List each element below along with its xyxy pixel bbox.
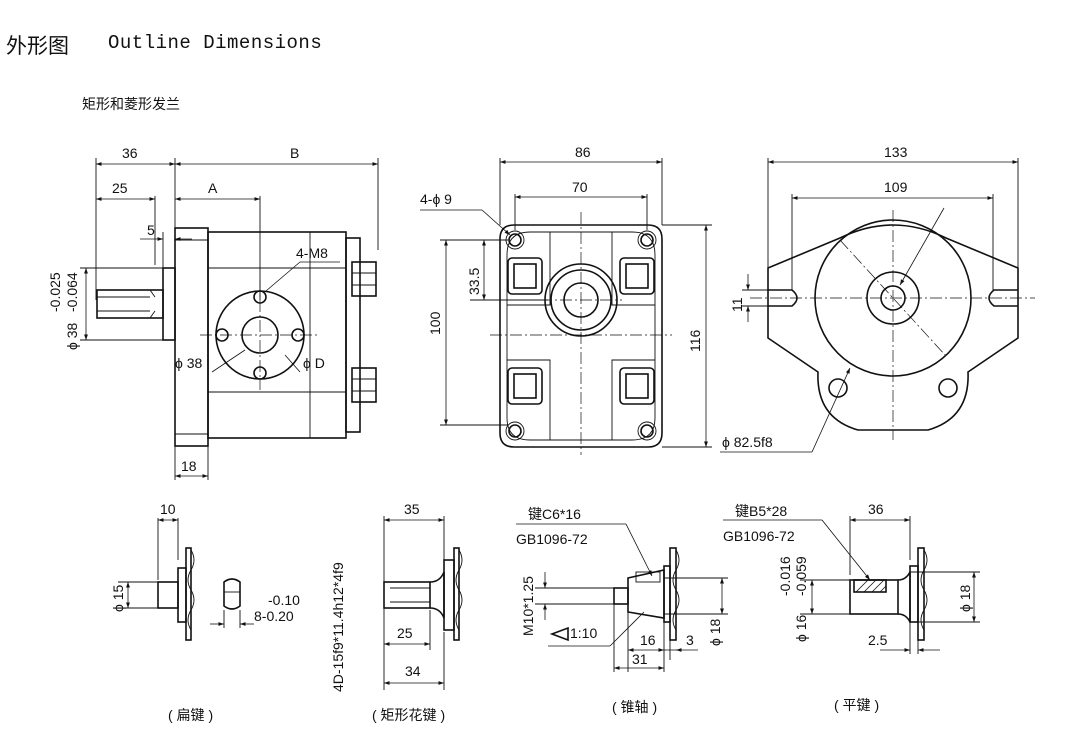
- dim-spline-34: 34: [405, 663, 421, 679]
- dim-taper-16: 16: [640, 632, 656, 648]
- dim-4-phi9: 4-ϕ 9: [420, 191, 452, 207]
- caption-spline: ( 矩形花键 ): [372, 707, 445, 723]
- dim-11: 11: [729, 297, 745, 312]
- dim-key-tol-lower: -0.059: [793, 556, 809, 596]
- dim-shaft-tol-lower: -0.064: [64, 272, 80, 312]
- page-title-en: Outline Dimensions: [108, 32, 323, 54]
- shaft-taper-view: 键C6*16 GB1096-72 M10*1.25 1:10 16 3 31 ϕ…: [516, 506, 728, 715]
- dim-flat-tol: -0.10: [268, 592, 300, 608]
- dim-133: 133: [884, 144, 908, 160]
- taper-key-spec: 键C6*16: [528, 506, 581, 522]
- dim-spline-25: 25: [397, 625, 413, 641]
- dim-33-5: 33.5: [466, 268, 482, 295]
- dim-taper-31: 31: [632, 651, 648, 667]
- caption-parallel-key: ( 平键 ): [834, 697, 879, 713]
- dim-phiD: ϕ D: [303, 355, 325, 371]
- dim-4-M8: 4-M8: [296, 245, 328, 261]
- caption-taper: ( 锥轴 ): [612, 699, 657, 715]
- dim-key-2-5: 2.5: [868, 632, 888, 648]
- page-title-cn: 外形图: [6, 34, 69, 58]
- dim-key-phi18: ϕ 18: [957, 584, 973, 612]
- dim-B: B: [290, 145, 299, 161]
- dim-spline-spec: 4D-15f9*11.4h12*4f9: [330, 562, 346, 692]
- dim-taper-3: 3: [686, 632, 694, 648]
- dim-25: 25: [112, 180, 128, 196]
- dim-shaft-phi38: ϕ 38: [64, 322, 80, 350]
- dim-109: 109: [884, 179, 908, 195]
- dim-36: 36: [122, 145, 138, 161]
- shaft-parallel-key-view: 键B5*28 GB1096-72 36 -0.016 -0.059 ϕ 16 2…: [723, 501, 980, 713]
- dim-100: 100: [427, 311, 443, 335]
- dim-A: A: [208, 180, 218, 196]
- dim-5: 5: [147, 222, 155, 238]
- dim-taper-phi18: ϕ 18: [707, 618, 723, 646]
- dim-phi82-5f8: ϕ 82.5f8: [722, 434, 773, 450]
- front-view: 86 70 4-ϕ 9 33.5 100 116: [420, 144, 712, 455]
- dim-70: 70: [572, 179, 588, 195]
- dim-116: 116: [687, 329, 703, 352]
- taper-key-std: GB1096-72: [516, 531, 588, 547]
- dim-35: 35: [404, 501, 420, 517]
- dim-key-phi16: ϕ 16: [793, 614, 809, 642]
- dim-86: 86: [575, 144, 591, 160]
- caption-flat-key: ( 扁键 ): [168, 707, 213, 723]
- side-view: 36 B 25 A 5 4-M8 ϕ 38 ϕ D -0.025 -0.064 …: [47, 145, 379, 480]
- dim-10: 10: [160, 501, 176, 517]
- dim-phi38-port: ϕ 38: [175, 355, 203, 371]
- parallel-key-std: GB1096-72: [723, 528, 795, 544]
- dim-phi15: ϕ 15: [110, 584, 126, 612]
- shaft-flat-key-view: 10 ϕ 15 -0.10 8-0.20 ( 扁键 ): [110, 501, 300, 723]
- dim-flat-8: 8-0.20: [254, 608, 294, 624]
- dim-key-36: 36: [868, 501, 884, 517]
- dim-taper: 1:10: [570, 625, 597, 641]
- rear-view: 133 109 11 ϕ 82.5f8: [720, 144, 1035, 453]
- dim-shaft-tol-upper: -0.025: [47, 272, 63, 312]
- dim-key-tol-upper: -0.016: [777, 556, 793, 596]
- shaft-spline-view: 35 4D-15f9*11.4h12*4f9 25 34 ( 矩形花键 ): [330, 501, 463, 723]
- section-subtitle: 矩形和菱形发兰: [82, 97, 180, 113]
- parallel-key-spec: 键B5*28: [735, 503, 787, 519]
- dim-18: 18: [181, 458, 197, 474]
- dim-thread: M10*1.25: [520, 576, 536, 636]
